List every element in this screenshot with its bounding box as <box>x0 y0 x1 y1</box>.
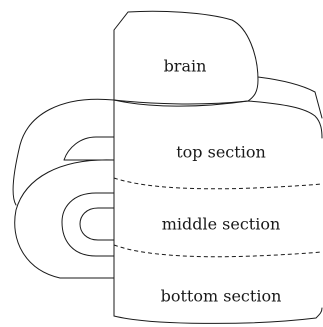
outer-loop-outer <box>12 98 115 206</box>
stack-bottom-cap <box>113 307 323 324</box>
middle-loop-core <box>79 207 115 241</box>
label-brain: brain <box>164 57 207 76</box>
stack-top-cap <box>113 99 323 139</box>
divider-top-middle <box>113 177 323 190</box>
outer-loop-inner <box>63 136 115 161</box>
label-middle-section: middle section <box>162 215 281 234</box>
brain-outline <box>113 10 259 105</box>
brain-right-lobe <box>257 76 323 119</box>
divider-middle-bottom <box>113 244 323 258</box>
label-bottom-section: bottom section <box>161 287 282 306</box>
middle-loop-outer <box>14 159 115 279</box>
middle-loop-inner <box>61 192 115 257</box>
label-top-section: top section <box>176 143 266 162</box>
